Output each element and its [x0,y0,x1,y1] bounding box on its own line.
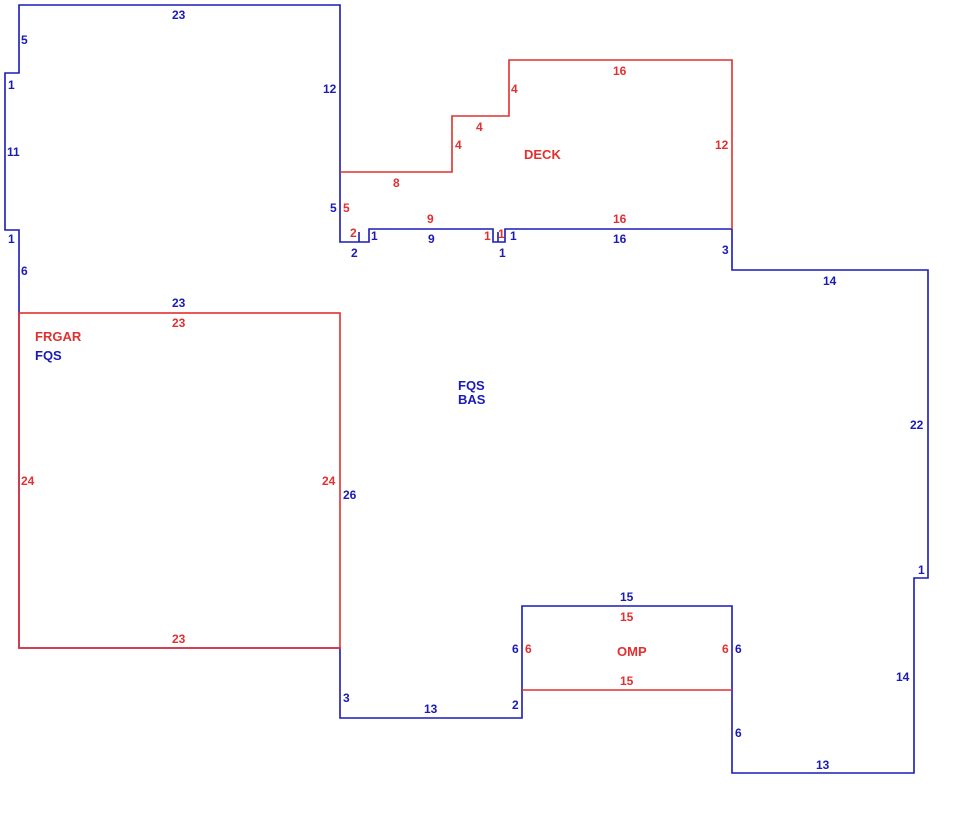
dim-label: 15 [620,674,634,688]
dim-label: 1 [510,229,517,243]
dim-label: 13 [424,702,438,716]
dim-label: 1 [499,246,506,260]
dim-label: 15 [620,590,634,604]
dim-label: 23 [172,296,186,310]
dim-label: 6 [735,726,742,740]
dim-label: 26 [343,488,357,502]
porch-label: OMP [617,644,647,659]
dim-label: 11 [7,145,20,159]
dim-label: 1 [8,232,15,246]
dim-label: 4 [511,82,518,96]
garage-label: FRGAR [35,329,82,344]
dim-label: 2 [350,226,357,240]
dim-label: 14 [896,670,910,684]
dim-label: 1 [918,563,925,577]
dim-label: 23 [172,632,186,646]
dim-label: 4 [455,138,462,152]
dim-label: 16 [613,212,627,226]
deck-outline [340,59,733,229]
dim-label: 2 [512,698,519,712]
dim-label: 3 [722,243,729,257]
garage-fqs-label: FQS [35,348,62,363]
dim-label: 8 [393,176,400,190]
dim-label: 5 [343,201,350,215]
dim-label: 23 [172,8,186,22]
dim-label: 4 [476,120,483,134]
dim-label: 16 [613,64,627,78]
dim-label: 2 [351,246,358,260]
dim-label: 12 [715,138,729,152]
dim-label: 1 [371,229,378,243]
dim-label: 23 [172,316,186,330]
dim-label: 12 [323,82,337,96]
dim-label: 15 [620,610,634,624]
dim-label: 6 [512,642,519,656]
dim-label: 6 [21,264,28,278]
main-bas-label: BAS [458,392,486,407]
dim-label: 13 [816,758,830,772]
dim-label: 24 [322,474,336,488]
dim-label: 9 [428,232,435,246]
dim-label: 22 [910,418,924,432]
dim-label: 24 [21,474,35,488]
dim-label: 6 [735,642,742,656]
dim-label: 9 [427,212,434,226]
dim-label: 1 [484,229,491,243]
dim-label: 5 [330,201,337,215]
main-fqs-label: FQS [458,378,485,393]
dim-label: 6 [722,642,729,656]
dim-label: 1 [498,227,505,241]
dim-label: 6 [525,642,532,656]
dim-label: 1 [8,78,15,92]
dim-label: 16 [613,232,627,246]
deck-label: DECK [524,147,561,162]
dim-label: 14 [823,274,837,288]
dim-label: 5 [21,33,28,47]
dim-label: 3 [343,691,350,705]
garage-outline [18,312,341,649]
